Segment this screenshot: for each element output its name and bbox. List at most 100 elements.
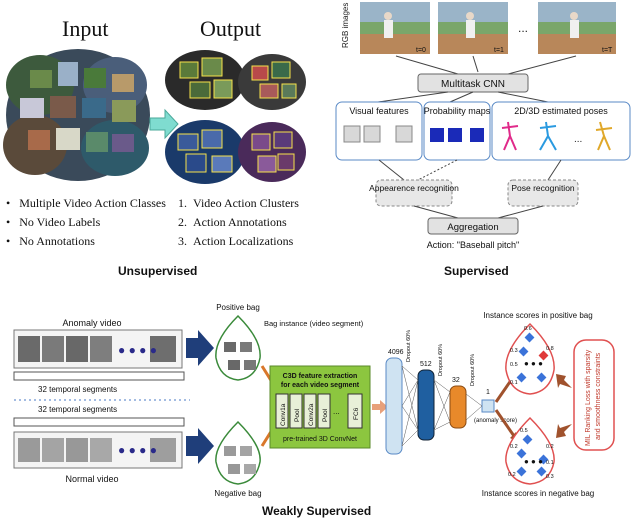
- positive-bag: [215, 314, 261, 381]
- output-cluster-4: [238, 122, 306, 182]
- normal-video-label: Normal video: [65, 474, 118, 484]
- aggregation-label: Aggregation: [447, 222, 498, 233]
- positive-score-diamonds: [516, 332, 549, 383]
- to-negative-bag-arrow: [186, 428, 214, 464]
- rgb-frame-0: [360, 2, 430, 54]
- c3d-to-network-arrow: [372, 400, 388, 414]
- aggregation-box: [427, 217, 519, 235]
- score-value: 0.1: [546, 460, 554, 466]
- positive-bag-label: Positive bag: [216, 303, 260, 312]
- estimated-poses-label: 2D/3D estimated poses: [514, 106, 608, 116]
- score-value: 0.5: [520, 428, 528, 434]
- anomaly-video-label: Anomaly video: [62, 318, 121, 328]
- appearance-label: Appearence recognition: [369, 183, 459, 193]
- output-cluster-3: [165, 120, 245, 184]
- unsupervised-figure: [3, 49, 306, 184]
- score-value: 0.6: [524, 326, 532, 332]
- normal-dots: ● ● ● ●: [118, 443, 157, 457]
- input-video-cloud: [3, 49, 150, 181]
- c3d-layers: [275, 393, 363, 429]
- c3d-layer-label: ...: [333, 407, 340, 416]
- fc-layer-512: [417, 369, 435, 441]
- temporal-segments-label: 32 temporal segments: [38, 405, 117, 414]
- score-value: 0.1: [510, 380, 518, 386]
- to-positive-bag-arrow: [186, 330, 214, 366]
- visual-features-label: Visual features: [349, 106, 409, 116]
- weakly-supervised-figure: Anomaly video ● ● ● ● 32 temporal segmen…: [13, 303, 615, 498]
- output-list: 1. Video Action Clusters 2. Action Annot…: [178, 194, 299, 251]
- input-bullet-list: • Multiple Video Action Classes • No Vid…: [6, 194, 166, 251]
- probability-maps-label: Probability maps: [424, 106, 491, 116]
- frame-label: t=1: [494, 47, 504, 54]
- fc-layer-4096: [385, 357, 403, 455]
- rgb-frame-1: [438, 2, 508, 54]
- anomaly-dots: ● ● ● ●: [118, 343, 157, 357]
- unsupervised-arrow: [149, 108, 179, 140]
- c3d-layer-label: Pool: [294, 408, 301, 422]
- layer-size-32: 32: [452, 377, 460, 384]
- output-item: 3. Action Localizations: [178, 234, 294, 248]
- action-result: Action: "Baseball pitch": [427, 240, 519, 250]
- input-bullet: • Multiple Video Action Classes: [6, 196, 166, 210]
- dropout-label: Dropout 60%: [438, 344, 444, 376]
- network-connections: [401, 365, 483, 447]
- caption-supervised: Supervised: [444, 264, 509, 278]
- neg-to-loss-arrow: [556, 424, 572, 438]
- caption-unsupervised: Unsupervised: [118, 264, 198, 278]
- feature-cubes: [343, 125, 413, 143]
- temporal-segments-label: 32 temporal segments: [38, 385, 117, 394]
- caption-weakly-supervised: Weakly Supervised: [262, 504, 372, 518]
- layer-size-4096: 4096: [388, 349, 404, 356]
- input-title: Input: [62, 16, 109, 41]
- score-value: 0.2: [510, 444, 518, 450]
- score-value: 0.8: [546, 346, 554, 352]
- input-bullet: • No Video Labels: [6, 215, 101, 229]
- rgb-images-label: RGB images: [341, 3, 350, 48]
- pose-recognition-label: Pose recognition: [511, 183, 575, 193]
- c3d-title-line: C3D feature extraction: [283, 373, 358, 380]
- anomaly-segment-bar: [13, 371, 185, 381]
- anomaly-score-label: (anomaly score): [474, 418, 517, 424]
- output-item: 1. Video Action Clusters: [178, 196, 299, 210]
- normal-video-frames: [13, 431, 183, 469]
- to-negative-scores-arrow: [494, 409, 516, 437]
- score-value: 0.2: [546, 444, 554, 450]
- frame-label: t=0: [416, 47, 426, 54]
- negative-bag: [215, 420, 261, 485]
- dropout-label: Dropout 60%: [406, 330, 412, 362]
- svg-text:MIL Ranking Loss with sparsity: MIL Ranking Loss with sparsity: [585, 349, 592, 446]
- frame-label: t=T: [602, 47, 613, 54]
- probability-map-squares: [430, 128, 484, 142]
- frame-ellipsis: ...: [518, 21, 528, 35]
- negative-bag-label: Negative bag: [214, 489, 261, 498]
- input-bullet: • No Annotations: [6, 234, 95, 248]
- bag-instance-label: Bag instance (video segment): [264, 319, 364, 328]
- layer-size-512: 512: [420, 361, 432, 368]
- score-value: 0.3: [546, 474, 554, 480]
- c3d-layer-label: FC6: [353, 407, 360, 420]
- negative-score-diamonds: [516, 434, 549, 477]
- output-cluster-2: [238, 54, 306, 110]
- score-ellipsis: ● ● ●: [524, 457, 543, 466]
- normal-segment-bar: [13, 417, 185, 427]
- score-value: 0.3: [510, 348, 518, 354]
- pretrained-label: pre-trained 3D ConvNet: [283, 436, 357, 443]
- supervised-figure: RGB images ... t=0 t=1 t=T Multitask CNN…: [318, 0, 640, 262]
- negative-scores-title: Instance scores in negative bag: [482, 489, 595, 498]
- score-value: 0.5: [510, 362, 518, 368]
- positive-scores-title: Instance scores in positive bag: [483, 311, 592, 320]
- svg-text:and smoothness constraints: and smoothness constraints: [595, 352, 602, 440]
- pose-skeletons: [501, 121, 613, 151]
- pose-ellipsis: ...: [574, 134, 582, 145]
- multitask-cnn-label: Multitask CNN: [441, 79, 505, 90]
- c3d-layer-label: Conv1a: [280, 403, 287, 426]
- dropout-label: Dropout 60%: [470, 354, 476, 386]
- score-node: [481, 399, 495, 413]
- layer-size-1: 1: [486, 389, 490, 396]
- mil-loss-box: MIL Ranking Loss with sparsity and smoot…: [573, 339, 615, 451]
- pos-to-loss-arrow: [556, 374, 572, 388]
- score-value: 0.2: [508, 472, 516, 478]
- output-title: Output: [200, 16, 262, 41]
- anomaly-video-frames: [13, 329, 183, 369]
- c3d-title-line: for each video segment: [281, 382, 360, 389]
